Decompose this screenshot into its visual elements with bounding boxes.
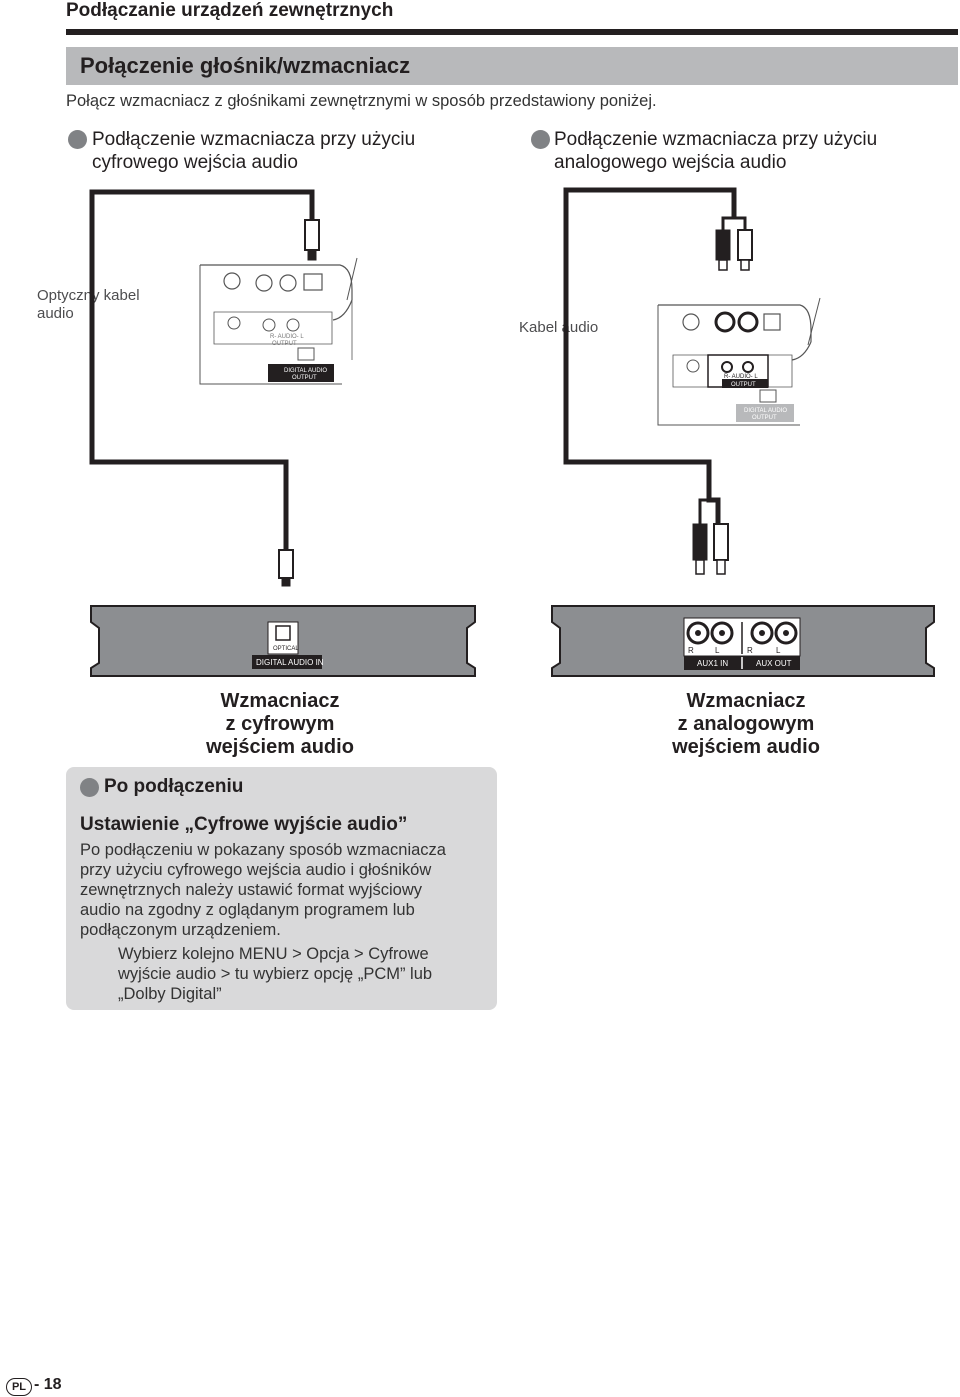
header-rule bbox=[66, 29, 958, 35]
left-column-title: Podłączenie wzmacniacza przy użyciu cyfr… bbox=[92, 128, 415, 174]
digital-amp-label-line3: wejściem audio bbox=[206, 736, 354, 758]
left-title-line2: cyfrowego wejścia audio bbox=[92, 152, 298, 173]
analog-amp-label: Wzmacniacz z analogowym wejściem audio bbox=[646, 690, 846, 759]
right-tv-output-plate bbox=[722, 379, 768, 388]
page-number: - 18 bbox=[34, 1376, 62, 1393]
left-tv-audio-label: R- AUDIO- L bbox=[270, 334, 304, 340]
bullet-icon bbox=[68, 130, 87, 149]
setting-title: Ustawienie „Cyfrowe wyjście audio” bbox=[80, 814, 408, 835]
setting-description: Po podłączeniu w pokazany sposób wzmacni… bbox=[80, 841, 446, 939]
left-digital-out-plate bbox=[268, 364, 334, 382]
audio-cable-label: Kabel audio bbox=[519, 319, 599, 336]
port-r2-label: R bbox=[747, 646, 753, 655]
digital-audio-in-label: DIGITAL AUDIO IN bbox=[256, 658, 324, 667]
right-column-title: Podłączenie wzmacniacza przy użyciu anal… bbox=[554, 128, 877, 174]
aux-out-label: AUX OUT bbox=[756, 659, 792, 668]
digital-amp-label-line2: z cyfrowym bbox=[225, 713, 335, 735]
connection-diagram: R- AUDIO- L OUTPUT DIGITAL AUDIO OUTPUT … bbox=[89, 187, 935, 677]
language-badge: PL bbox=[6, 1378, 32, 1396]
section-intro: Połącz wzmacniacz z głośnikami zewnętrzn… bbox=[66, 92, 657, 110]
left-tv-output-label: OUTPUT bbox=[272, 341, 297, 347]
right-tv-audio-label: R- AUDIO- L bbox=[724, 374, 758, 380]
after-connection-box bbox=[66, 767, 497, 1010]
left-digital-out-label1: DIGITAL AUDIO bbox=[284, 368, 327, 374]
analog-amp-label-line2: z analogowym bbox=[677, 713, 815, 735]
left-tv-panel bbox=[199, 257, 358, 385]
left-amplifier bbox=[90, 605, 476, 677]
optical-cable bbox=[89, 189, 320, 587]
section-bar bbox=[66, 47, 958, 85]
port-l1-label: L bbox=[715, 646, 720, 655]
page-header-title: Podłączanie urządzeń zewnętrznych bbox=[66, 0, 394, 21]
left-digital-out-label2: OUTPUT bbox=[292, 375, 317, 381]
right-tv-output-label: OUTPUT bbox=[731, 382, 756, 388]
port-r1-label: R bbox=[688, 646, 694, 655]
after-connection-title: Po podłączeniu bbox=[104, 776, 244, 797]
digital-amp-label-line1: Wzmacniacz bbox=[220, 690, 340, 712]
bullet-icon bbox=[80, 778, 99, 797]
right-digital-out-label1: DIGITAL AUDIO bbox=[744, 408, 787, 414]
optical-cable-label-line1: Optyczny kabel bbox=[37, 287, 140, 304]
optical-port-label: OPTICAL bbox=[273, 646, 299, 652]
right-title-line1: Podłączenie wzmacniacza przy użyciu bbox=[554, 129, 878, 150]
bullet-icon bbox=[531, 130, 550, 149]
optical-cable-label-line2: audio bbox=[37, 305, 74, 322]
aux-in-label: AUX1 IN bbox=[697, 659, 728, 668]
analog-amp-label-line3: wejściem audio bbox=[672, 736, 820, 758]
right-digital-out-label2: OUTPUT bbox=[752, 415, 777, 421]
optical-cable-label: Optyczny kabel audio bbox=[37, 287, 140, 323]
analog-amp-label-line1: Wzmacniacz bbox=[686, 690, 806, 712]
digital-amp-label: Wzmacniacz z cyfrowym wejściem audio bbox=[180, 690, 380, 759]
left-title-line1: Podłączenie wzmacniacza przy użyciu bbox=[92, 129, 416, 150]
right-amplifier bbox=[551, 605, 935, 677]
analog-audio-cable bbox=[563, 187, 753, 575]
section-title: Połączenie głośnik/wzmacniacz bbox=[80, 53, 411, 78]
setting-step: Wybierz kolejno MENU > Opcja > Cyfrowe w… bbox=[118, 945, 433, 1003]
right-digital-out-plate bbox=[736, 404, 794, 422]
port-l2-label: L bbox=[776, 646, 781, 655]
right-title-line2: analogowego wejścia audio bbox=[554, 152, 787, 173]
